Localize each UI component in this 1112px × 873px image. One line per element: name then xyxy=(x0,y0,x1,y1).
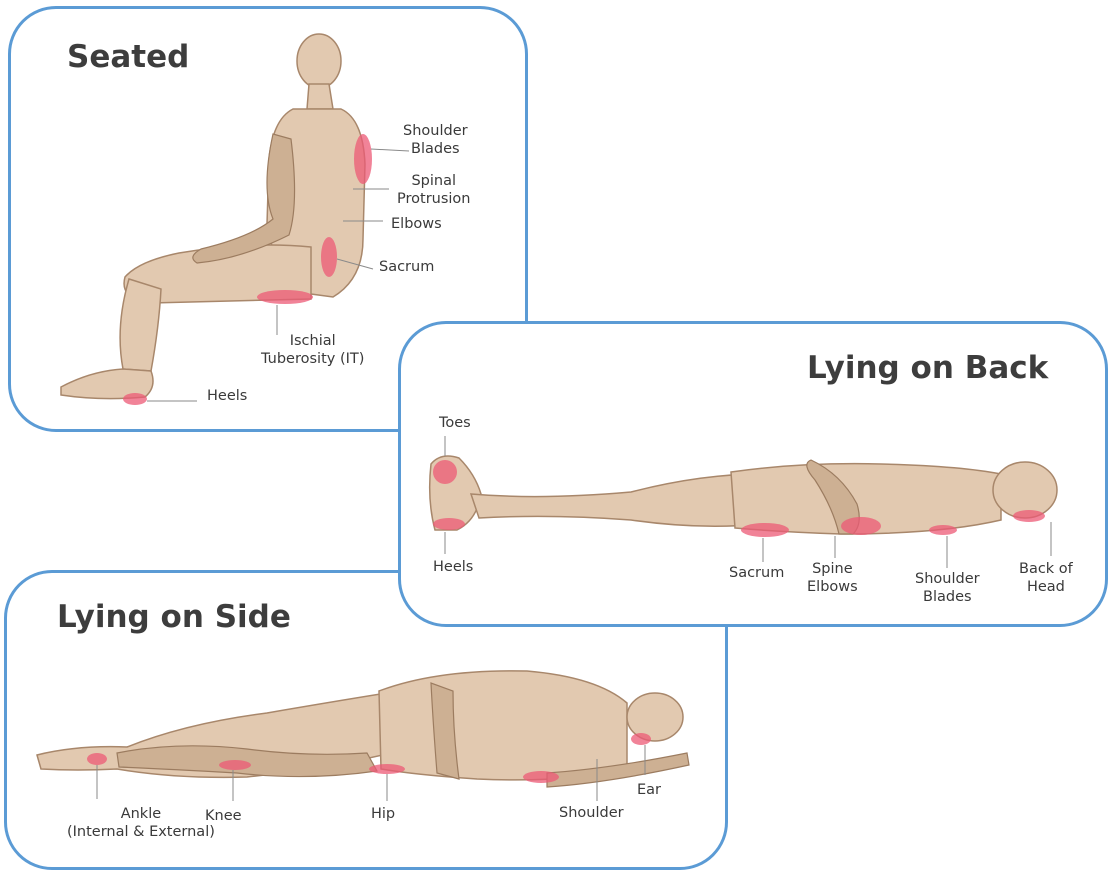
side-label-ear: Ear xyxy=(637,781,661,799)
back-label-heels: Heels xyxy=(433,558,473,576)
pressure-point-heels-seated xyxy=(123,393,147,405)
pressure-point-back-of-head xyxy=(1013,510,1045,522)
pressure-point-sacrum-back xyxy=(741,523,789,537)
pressure-point-shoulder xyxy=(523,771,559,783)
seated-title: Seated xyxy=(67,39,189,75)
back-label-toes: Toes xyxy=(439,414,471,432)
seated-label-ischial: Ischial Tuberosity (IT) xyxy=(261,332,364,368)
seated-label-sacrum: Sacrum xyxy=(379,258,434,276)
pressure-point-shoulder-blades-back xyxy=(929,525,957,535)
back-label-sacrum: Sacrum xyxy=(729,564,784,582)
side-label-ankle: Ankle (Internal & External) xyxy=(67,805,215,841)
pressure-point-ankle xyxy=(87,753,107,765)
back-label-shoulder-blades: Shoulder Blades xyxy=(915,570,980,606)
side-label-hip: Hip xyxy=(371,805,395,823)
pressure-point-knee xyxy=(219,760,251,770)
seated-label-spinal-protrusion: Spinal Protrusion xyxy=(397,172,470,208)
seated-label-heels: Heels xyxy=(207,387,247,405)
seated-label-elbows: Elbows xyxy=(391,215,442,233)
side-label-shoulder: Shoulder xyxy=(559,804,624,822)
pressure-point-shoulder-blades xyxy=(354,134,372,184)
pressure-point-spine-elbows xyxy=(841,517,881,535)
pressure-point-hip xyxy=(369,764,405,774)
lying-on-back-title: Lying on Back xyxy=(807,350,1048,386)
back-label-back-of-head: Back of Head xyxy=(1019,560,1073,596)
pressure-point-ischial xyxy=(257,290,313,304)
pressure-point-sacrum xyxy=(321,237,337,277)
pressure-point-toes xyxy=(433,460,457,484)
pressure-point-heels-back xyxy=(433,518,465,530)
back-label-spine-elbows: Spine Elbows xyxy=(807,560,858,596)
lying-on-back-panel: Lying on Back Toes Heels Sacrum Spine El… xyxy=(398,321,1108,627)
side-label-knee: Knee xyxy=(205,807,242,825)
seated-label-shoulder-blades: Shoulder Blades xyxy=(403,122,468,158)
pressure-point-ear xyxy=(631,733,651,745)
lying-on-side-title: Lying on Side xyxy=(57,599,291,635)
